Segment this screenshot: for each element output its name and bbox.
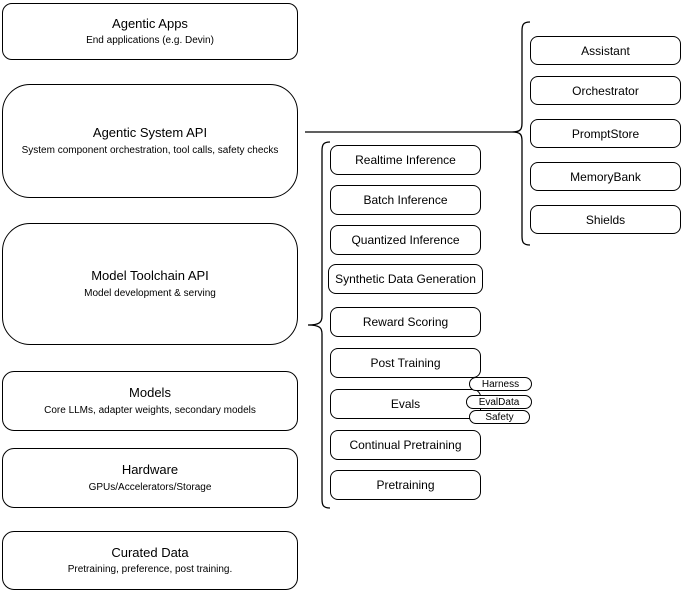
- node-quantized-inference: Quantized Inference: [330, 225, 481, 255]
- node-hardware: Hardware GPUs/Accelerators/Storage: [2, 448, 298, 508]
- tag-harness: Harness: [469, 377, 532, 391]
- node-memorybank: MemoryBank: [530, 162, 681, 191]
- node-post-training: Post Training: [330, 348, 481, 378]
- system-components-brace: [511, 21, 531, 246]
- node-curated-data-subtitle: Pretraining, preference, post training.: [67, 564, 233, 576]
- tag-evaldata: EvalData: [466, 395, 532, 409]
- node-orchestrator: Orchestrator: [530, 76, 681, 105]
- node-evals: Evals: [330, 389, 481, 419]
- node-synthetic-data-generation: Synthetic Data Generation: [328, 264, 483, 294]
- node-agentic-apps-title: Agentic Apps: [112, 15, 188, 31]
- node-realtime-inference: Realtime Inference: [330, 145, 481, 175]
- node-agentic-system-api: Agentic System API System component orch…: [2, 84, 298, 198]
- node-hardware-title: Hardware: [121, 462, 179, 478]
- node-agentic-apps-subtitle: End applications (e.g. Devin): [86, 35, 214, 47]
- node-models-subtitle: Core LLMs, adapter weights, secondary mo…: [44, 404, 256, 416]
- node-model-toolchain-api-title: Model Toolchain API: [91, 268, 209, 284]
- node-models-title: Models: [129, 385, 171, 401]
- node-model-toolchain-api-subtitle: Model development & serving: [84, 287, 216, 299]
- node-promptstore: PromptStore: [530, 119, 681, 148]
- node-assistant: Assistant: [530, 36, 681, 65]
- node-agentic-apps: Agentic Apps End applications (e.g. Devi…: [2, 3, 298, 60]
- node-continual-pretraining: Continual Pretraining: [330, 430, 481, 460]
- tag-safety: Safety: [469, 410, 530, 424]
- node-batch-inference: Batch Inference: [330, 185, 481, 215]
- node-shields: Shields: [530, 205, 681, 234]
- node-model-toolchain-api: Model Toolchain API Model development & …: [2, 223, 298, 345]
- node-pretraining: Pretraining: [330, 470, 481, 500]
- node-agentic-system-api-title: Agentic System API: [92, 125, 208, 141]
- node-models: Models Core LLMs, adapter weights, secon…: [2, 371, 298, 431]
- node-curated-data: Curated Data Pretraining, preference, po…: [2, 531, 298, 590]
- node-reward-scoring: Reward Scoring: [330, 307, 481, 337]
- toolchain-brace: [307, 141, 331, 509]
- node-agentic-system-api-subtitle: System component orchestration, tool cal…: [21, 144, 279, 156]
- node-hardware-subtitle: GPUs/Accelerators/Storage: [88, 481, 212, 493]
- node-curated-data-title: Curated Data: [111, 544, 189, 560]
